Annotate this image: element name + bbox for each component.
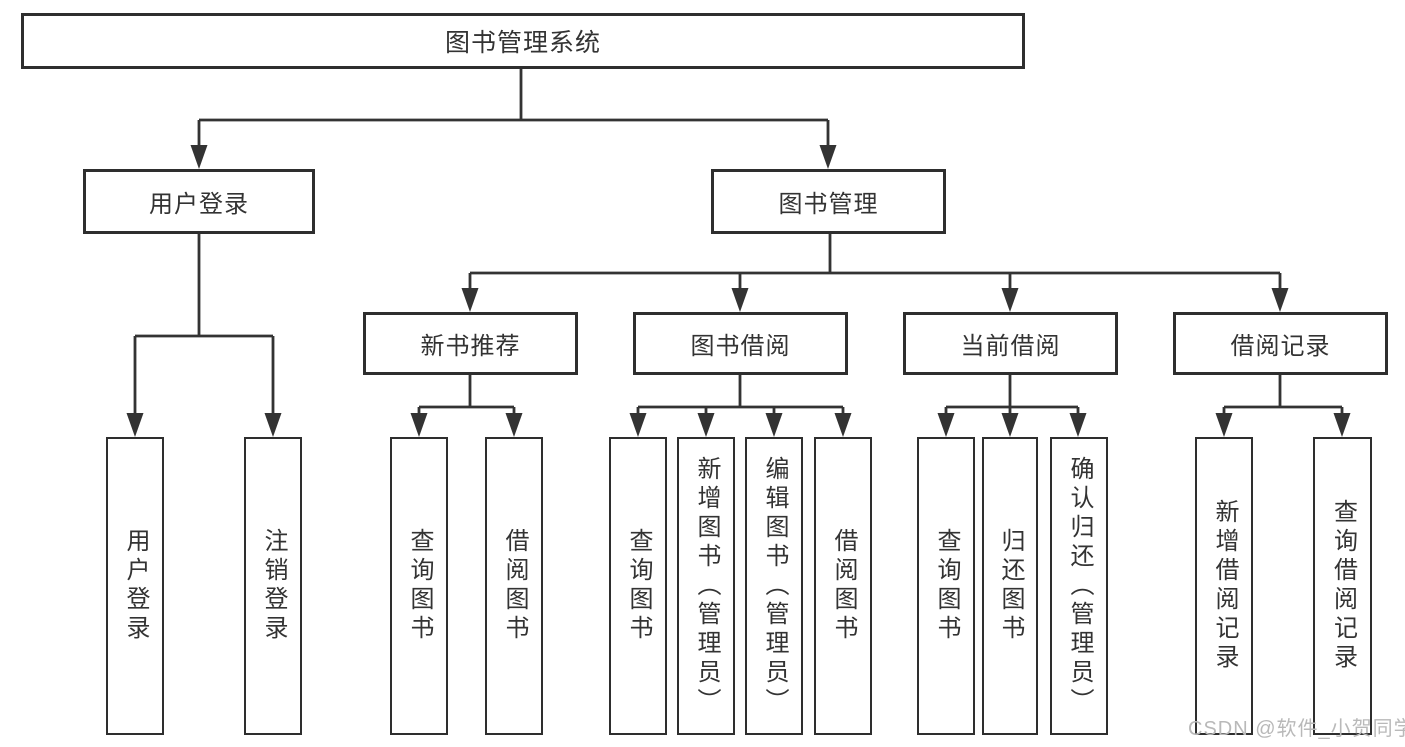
arrowhead-icon bbox=[629, 413, 647, 437]
watermark-text: CSDN @软件_小贺同学 bbox=[1188, 718, 1405, 740]
connector-records-to-children bbox=[1215, 375, 1351, 437]
diagram-node-login: 用户登录 bbox=[106, 437, 164, 735]
diagram-node-book-borrowing: 图书借阅 bbox=[633, 312, 848, 375]
diagram-node-add-borrowing-record: 新增借阅记录 bbox=[1195, 437, 1253, 735]
arrowhead-icon bbox=[190, 145, 208, 169]
connector-book-management-to-children bbox=[461, 234, 1289, 312]
diagram-node-current-borrowing: 当前借阅 bbox=[903, 312, 1118, 375]
connector-path bbox=[133, 234, 275, 419]
diagram-node-new-book-recommendation: 新书推荐 bbox=[363, 312, 578, 375]
diagram-node-confirm-return-admin: 确认归还（管理员） bbox=[1050, 437, 1108, 735]
connector-path bbox=[944, 375, 1080, 419]
arrowhead-icon bbox=[410, 413, 428, 437]
arrowhead-icon bbox=[1001, 288, 1019, 312]
diagram-node-query-borrowing-record: 查询借阅记录 bbox=[1313, 437, 1372, 735]
arrowhead-icon bbox=[731, 288, 749, 312]
connector-path bbox=[636, 375, 845, 419]
connector-root-to-level2 bbox=[190, 69, 837, 169]
arrowhead-icon bbox=[937, 413, 955, 437]
diagram-node-add-books-admin: 新增图书（管理员） bbox=[677, 437, 735, 735]
diagram-node-return-books: 归还图书 bbox=[982, 437, 1038, 735]
arrowhead-icon bbox=[819, 145, 837, 169]
arrowhead-icon bbox=[264, 413, 282, 437]
arrowhead-icon bbox=[1333, 413, 1351, 437]
arrowhead-icon bbox=[765, 413, 783, 437]
diagram-node-borrowing-records: 借阅记录 bbox=[1173, 312, 1388, 375]
arrowhead-icon bbox=[461, 288, 479, 312]
diagram-node-user-login: 用户登录 bbox=[83, 169, 315, 234]
connector-path bbox=[1222, 375, 1344, 419]
diagram-node-logout: 注销登录 bbox=[244, 437, 302, 735]
diagram-node-edit-books-admin: 编辑图书（管理员） bbox=[745, 437, 803, 735]
arrowhead-icon bbox=[834, 413, 852, 437]
diagram-node-query-books-borrow: 查询图书 bbox=[609, 437, 667, 735]
arrowhead-icon bbox=[505, 413, 523, 437]
arrowhead-icon bbox=[1001, 413, 1019, 437]
connector-recommend-to-children bbox=[410, 375, 523, 437]
arrowhead-icon bbox=[697, 413, 715, 437]
diagram-node-borrow-books-borrow: 借阅图书 bbox=[814, 437, 872, 735]
arrowhead-icon bbox=[1215, 413, 1233, 437]
connector-user-login-to-children bbox=[126, 234, 282, 437]
diagram-node-query-books-recommend: 查询图书 bbox=[390, 437, 448, 735]
connector-current-to-children bbox=[937, 375, 1087, 437]
arrowhead-icon bbox=[1271, 288, 1289, 312]
diagram-node-book-management: 图书管理 bbox=[711, 169, 946, 234]
connector-path bbox=[468, 234, 1282, 294]
arrowhead-icon bbox=[126, 413, 144, 437]
connector-path bbox=[417, 375, 516, 419]
diagram-node-query-books-current: 查询图书 bbox=[917, 437, 975, 735]
connector-path bbox=[197, 69, 830, 151]
diagram-node-library-system: 图书管理系统 bbox=[21, 13, 1025, 69]
connector-borrowing-to-children bbox=[629, 375, 852, 437]
diagram-node-borrow-books-recommend: 借阅图书 bbox=[485, 437, 543, 735]
arrowhead-icon bbox=[1069, 413, 1087, 437]
